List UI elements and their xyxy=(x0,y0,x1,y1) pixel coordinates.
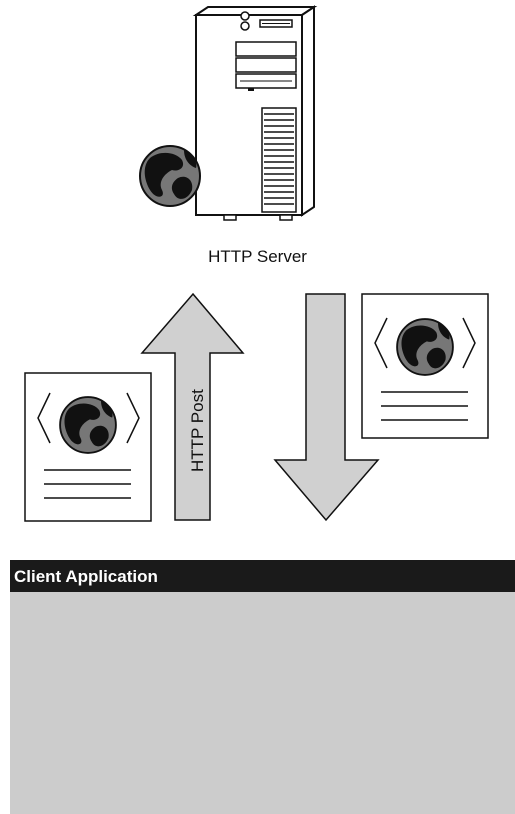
web-document-icon-upload xyxy=(24,372,152,522)
client-application-window: Client Application xyxy=(10,560,515,814)
http-post-label: HTTP Post xyxy=(188,389,207,472)
http-server-label: HTTP Server xyxy=(208,247,307,266)
http-response-arrow xyxy=(273,293,380,522)
web-document-icon-download xyxy=(361,293,489,439)
diagram-canvas: HTTP Post xyxy=(24,5,489,522)
server-tower-icon xyxy=(192,5,318,221)
client-application-title: Client Application xyxy=(10,560,515,592)
globe-icon xyxy=(139,145,201,207)
http-post-arrow xyxy=(140,292,245,521)
